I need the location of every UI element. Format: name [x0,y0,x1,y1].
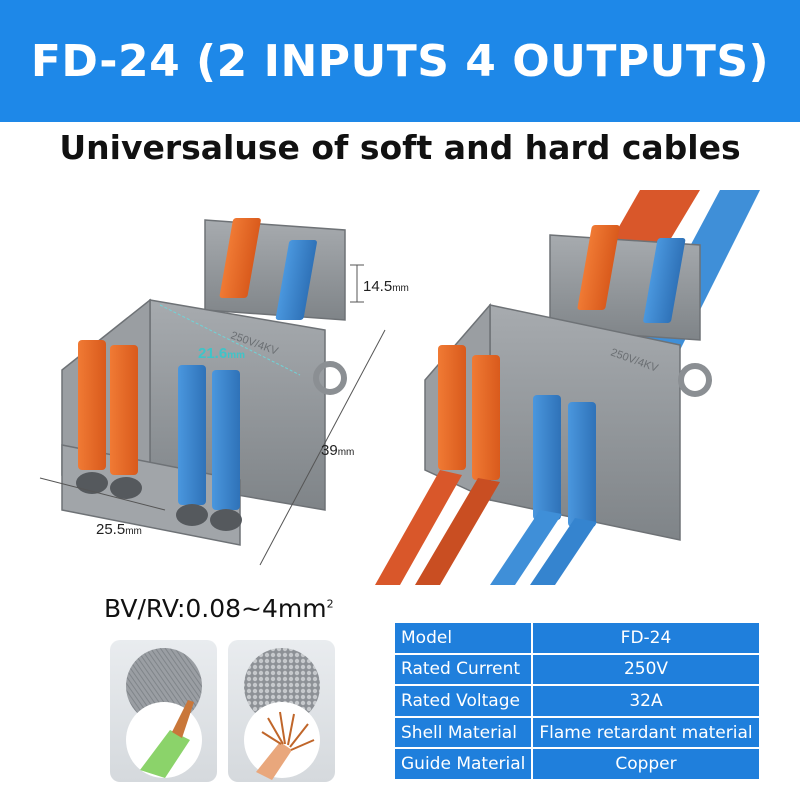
table-row: Model FD-24 [392,621,761,655]
solid-wire-icon [126,648,202,778]
spec-key: Rated Current [392,652,534,687]
spec-key: Guide Material [392,747,534,781]
subtitle: Universaluse of soft and hard cables [59,128,741,167]
dim-length: 39mm [321,442,354,459]
stranded-wire-icon [244,648,320,780]
spec-table: Model FD-24 Rated Current 250V Rated Vol… [392,621,761,781]
spec-key: Shell Material [392,715,534,750]
dim-height: 14.5mm [363,278,409,295]
product-illustration: 250V/4KV 14.5mm 21.6mm 39mm 25.5mm [39,190,760,585]
table-row: Shell Material Flame retardant material [392,715,761,750]
table-row: Guide Material Copper [392,747,761,781]
solid-cable-card [110,640,217,782]
product-title: FD-24 (2 INPUTS 4 OUTPUTS) [30,35,770,87]
spec-key: Model [392,621,534,655]
spec-value: FD-24 [531,621,761,655]
spec-value: 250V [531,652,761,687]
spec-key: Rated Voltage [392,684,534,718]
spec-value: Flame retardant material [531,715,761,750]
spec-value: 32A [531,684,761,718]
cable-range-label: BV/RV:0.08~4mm2 [104,594,334,623]
stranded-cable-card [228,640,335,782]
title-banner: FD-24 (2 INPUTS 4 OUTPUTS) [0,0,800,122]
table-row: Rated Voltage 32A [392,684,761,718]
spec-value: Copper [531,747,761,781]
connector-dimensioned: 250V/4KV [39,218,386,566]
table-row: Rated Current 250V [392,652,761,687]
dim-width: 25.5mm [96,521,142,538]
dim-pitch: 21.6mm [198,345,245,362]
connector-with-cables: 250V/4KV [375,190,760,585]
